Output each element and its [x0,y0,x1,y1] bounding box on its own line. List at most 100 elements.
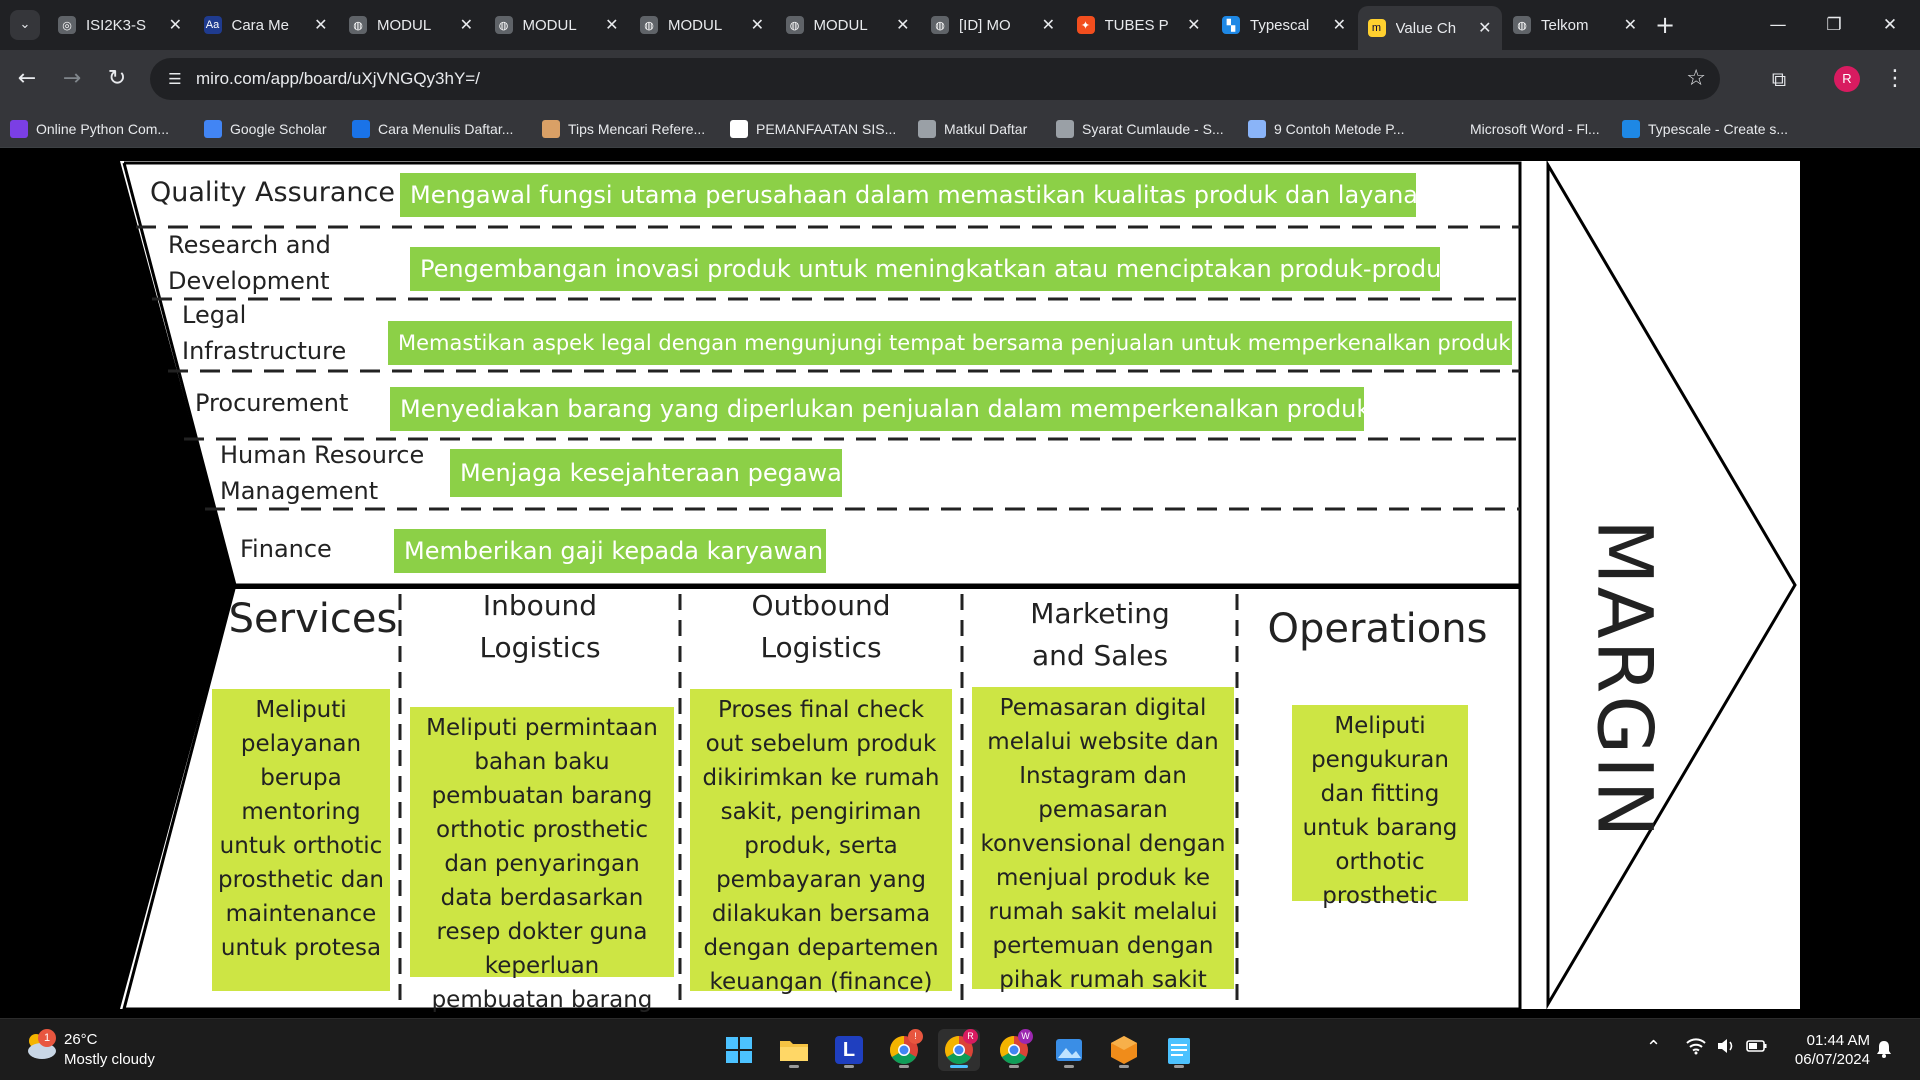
tab-close-icon[interactable]: ✕ [314,17,328,34]
weather-condition[interactable]: Mostly cloudy [64,1051,155,1068]
primary-activity-heading[interactable]: Inbound Logistics [479,589,601,664]
app-badge: ! [908,1029,923,1044]
system-clock[interactable]: 01:44 AM 06/07/2024 [1780,1031,1870,1069]
start-icon[interactable] [718,1029,760,1071]
browser-tab[interactable]: ◍Telkom✕ [1503,6,1647,44]
url-text[interactable]: miro.com/app/board/uXjVNGQy3hY=/ [196,69,480,88]
bookmark-item[interactable]: PEMANFAATAN SIS... [730,118,896,140]
bookmark-item[interactable]: Microsoft Word - Fl... [1444,118,1600,140]
bookmark-item[interactable]: Cara Menulis Daftar... [352,118,513,140]
primary-activity-sticky-note[interactable]: Pemasaran digital melalui website dan In… [972,687,1234,993]
primary-activity-sticky-note[interactable]: Proses final check out sebelum produk di… [690,689,952,995]
minimize-button[interactable]: — [1769,15,1787,35]
profile-avatar[interactable]: R [1834,66,1860,92]
bookmark-item[interactable]: Online Python Com... [10,118,169,140]
bookmark-item[interactable]: Tips Mencari Refere... [542,118,705,140]
running-indicator [844,1065,854,1068]
tab-close-icon[interactable]: ✕ [1478,20,1492,37]
tab-title: MODUL [522,16,577,34]
chrome-profile-r-icon[interactable]: R [938,1029,980,1071]
bookmark-item[interactable]: Google Scholar [204,118,327,140]
window-close-button[interactable]: ✕ [1882,15,1898,35]
tab-close-icon[interactable]: ✕ [1187,17,1201,34]
support-activity-label[interactable]: Procurement [195,385,348,421]
browser-tab[interactable]: ◍[ID] MO✕ [921,6,1065,44]
support-activity-label[interactable]: Finance [240,531,332,567]
volume-icon[interactable] [1716,1037,1736,1060]
support-activity-label[interactable]: Quality Assurance [150,175,395,211]
primary-activity-heading[interactable]: Outbound Logistics [751,589,891,664]
browser-tab[interactable]: ◍MODUL✕ [339,6,483,44]
browser-tab[interactable]: ◎ISI2K3-S✕ [48,6,192,44]
site-info-icon[interactable]: ☰ [168,70,182,88]
primary-activity-heading[interactable]: Services [228,596,398,642]
bookmark-favicon-icon [352,120,370,138]
tab-search-button[interactable]: ⌄ [10,10,40,40]
support-activity-sticky-note[interactable]: Mengawal fungsi utama perusahaan dalam m… [400,173,1433,217]
chrome-profile-w-icon[interactable]: W [993,1029,1035,1071]
notepad-icon[interactable] [1158,1029,1200,1071]
primary-activity-sticky-note[interactable]: Meliputi pengukuran dan fitting untuk ba… [1292,705,1468,909]
support-activity-label-line: Legal [182,301,247,329]
support-activity-sticky-note[interactable]: Memastikan aspek legal dengan mengunjung… [388,321,1512,365]
browser-tab[interactable]: ◍MODUL✕ [630,6,774,44]
chrome-icon[interactable]: ! [883,1029,925,1071]
weather-temperature[interactable]: 26°C [64,1031,98,1048]
tab-close-icon[interactable]: ✕ [605,17,619,34]
wifi-icon[interactable] [1686,1037,1706,1060]
support-activity-sticky-note[interactable]: Menyediakan barang yang diperlukan penju… [390,387,1370,431]
restore-button[interactable]: ❐ [1826,15,1842,35]
primary-activity-text: Pemasaran digital melalui website dan In… [980,695,1226,993]
chrome-menu-icon[interactable]: ⋮ [1884,66,1906,91]
bookmark-label: PEMANFAATAN SIS... [756,121,897,137]
new-tab-button[interactable]: + [1654,11,1676,39]
primary-activity-sticky-note[interactable]: Meliputi permintaan bahan baku pembuatan… [410,707,674,1013]
tab-close-icon[interactable]: ✕ [1623,17,1637,34]
value-chain-diagram [120,159,1800,1011]
file-explorer-icon[interactable] [773,1029,815,1071]
chevron-cutout [120,161,235,1009]
forward-button[interactable]: → [62,66,82,91]
reload-button[interactable]: ↻ [107,66,127,91]
tab-title: ISI2K3-S [86,16,147,34]
tab-close-icon[interactable]: ✕ [896,17,910,34]
battery-icon[interactable] [1746,1037,1768,1060]
browser-tab[interactable]: ✦TUBES P✕ [1067,6,1211,44]
address-bar[interactable]: ☰ miro.com/app/board/uXjVNGQy3hY=/ ☆ [150,58,1720,100]
support-activity-sticky-note[interactable]: Memberikan gaji kepada karyawan [394,529,826,573]
support-activity-sticky-note[interactable]: Menjaga kesejahteraan pegawai [450,449,849,497]
l-app-icon[interactable]: L [828,1029,870,1071]
browser-tab[interactable]: ◍MODUL✕ [485,6,629,44]
column-separators [398,594,1239,1009]
bookmark-star-icon[interactable]: ☆ [1686,66,1706,91]
tab-close-icon[interactable]: ✕ [459,17,473,34]
tab-close-icon[interactable]: ✕ [1332,17,1346,34]
primary-activity-sticky-note[interactable]: Meliputi pelayanan berupa mentoring untu… [212,689,390,991]
photos-icon[interactable] [1048,1029,1090,1071]
bookmark-item[interactable]: Matkul Daftar [918,118,1027,140]
bookmark-item[interactable]: 9 Contoh Metode P... [1248,118,1405,140]
weather-badge: 1 [38,1029,56,1047]
tab-close-icon[interactable]: ✕ [1041,17,1055,34]
back-button[interactable]: ← [17,66,37,91]
primary-activity-heading[interactable]: Operations [1267,606,1488,652]
margin-label[interactable]: MARGIN [1580,518,1670,840]
browser-tab[interactable]: ▚Typescal✕ [1212,6,1356,44]
support-activity-sticky-note[interactable]: Pengembangan inovasi produk untuk mening… [410,247,1455,291]
tab-close-icon[interactable]: ✕ [168,17,182,34]
tab-close-icon[interactable]: ✕ [750,17,764,34]
notification-bell-icon[interactable] [1875,1039,1893,1064]
show-hidden-icons[interactable]: ⌃ [1646,1037,1662,1058]
bookmark-item[interactable]: Syarat Cumlaude - S... [1056,118,1224,140]
bookmark-item[interactable]: Typescale - Create s... [1622,118,1788,140]
office-icon[interactable] [1103,1029,1145,1071]
browser-tab[interactable]: ◍MODUL✕ [776,6,920,44]
extensions-icon[interactable]: ⧉ [1771,67,1787,91]
primary-activity-heading[interactable]: Marketing and Sales [1030,597,1170,672]
